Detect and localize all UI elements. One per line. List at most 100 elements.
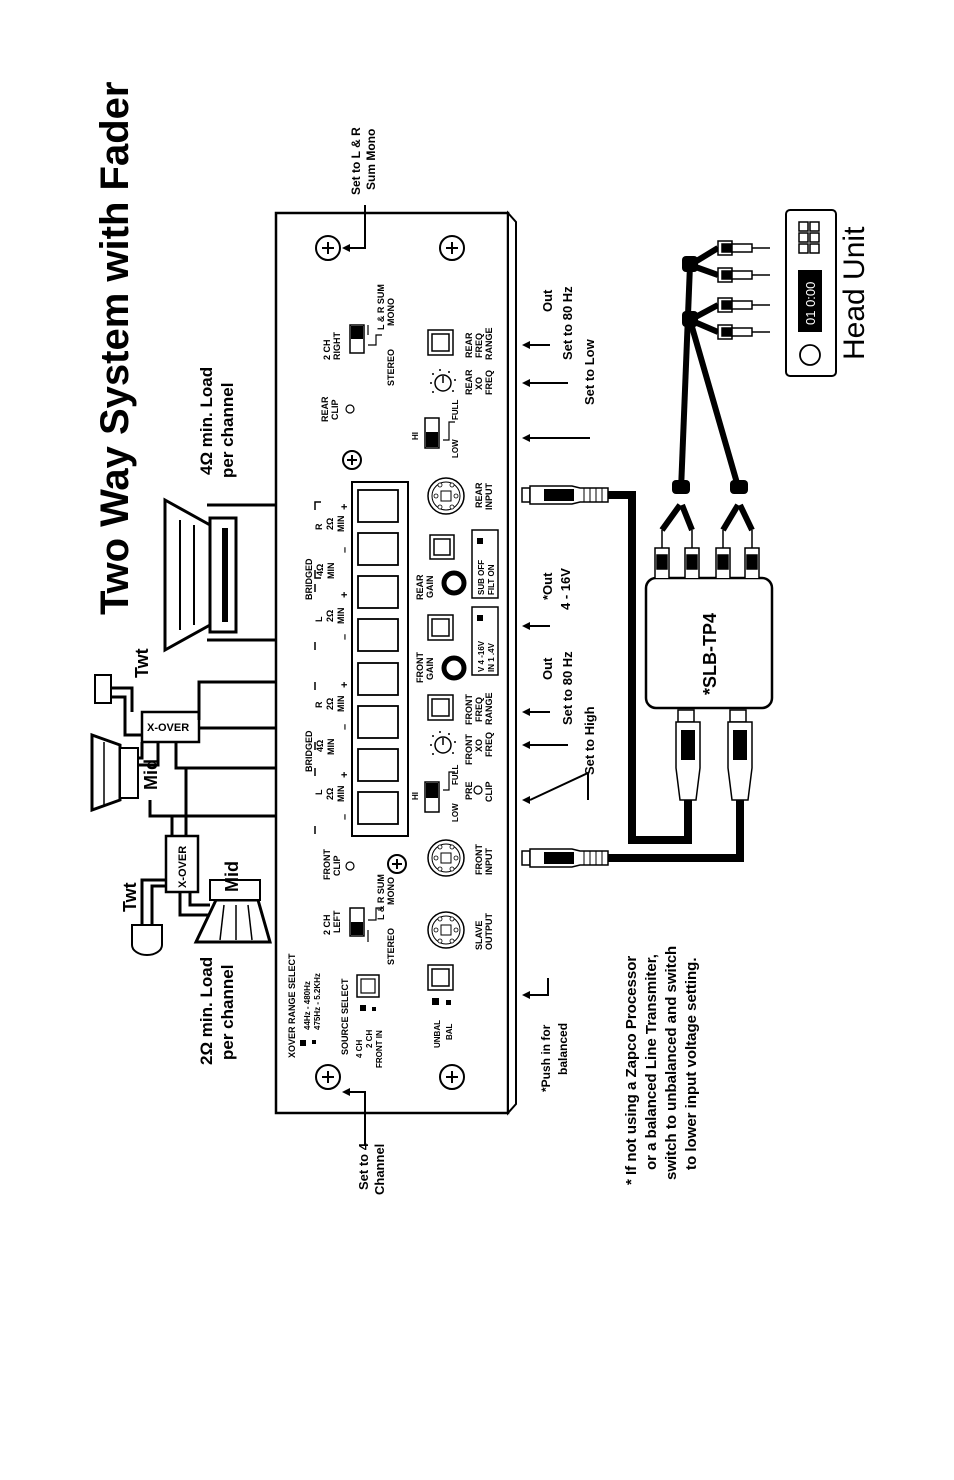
mid-left-label: Mid [222,861,242,892]
tweeter-top-icon [94,673,112,705]
note-rear-filter: Set to Low [582,338,597,405]
xover-range-title: XOVER RANGE SELECT [287,953,297,1058]
footnote-line-1: * If not using a Zapco Processor [623,956,640,1185]
rear-lr-sum-label: L & R SUM [376,284,386,330]
slb-tp4-label: *SLB-TP4 [700,613,720,695]
footnote-line-3: switch to unbalanced and switch [663,946,680,1180]
min-label: MIN [336,516,346,533]
unbal-label: UNBAL [433,1020,442,1048]
note-front-filter: Set to High [582,706,597,775]
rear-range-label-3: RANGE [484,327,494,360]
rear-clip-label: REAR [320,396,330,422]
front-input-connector[interactable] [427,839,465,877]
left-2ch-label-2: LEFT [332,910,342,933]
pre-clip-label: PRE [464,781,474,800]
src-4ch-label: 4 CH [355,1040,364,1058]
note-voltage: *Out [540,572,555,600]
plus-sign: + [339,772,351,778]
slave-output-label-2: OUTPUT [484,913,494,951]
src-2ch-label: 2 CH [365,1030,374,1048]
head-unit-display: 01 0:00 [803,282,818,325]
head-unit-label: Head Unit [838,226,871,360]
front-full-label: FULL [451,764,460,785]
xover-top-box [140,710,201,744]
ohm-label: 2Ω [325,698,335,710]
minus-sign: – [339,724,351,730]
bal-label: BAL [445,1023,454,1040]
rear-xo-knob[interactable] [430,369,456,393]
mount-screw-icon [315,235,465,1090]
note-push: *Push in for [539,1024,553,1092]
front-gain-label: FRONT [415,652,425,683]
rear-gain-label-2: GAIN [425,576,435,599]
head-unit [785,209,837,377]
front-range-label-3: RANGE [484,692,494,725]
front-hi-label: HI [411,792,420,800]
min-label: MIN [326,739,336,756]
front-range-label: FRONT [464,694,474,725]
rear-xo-label: REAR [464,369,474,395]
rear-r-label: R [314,523,324,530]
rear-clip-label-2: CLIP [330,399,340,420]
rear-gain-label: REAR [415,574,425,600]
slave-output-connector[interactable] [427,911,465,949]
slb-tp4-box [644,576,774,710]
slb-din-plug-1 [675,709,701,801]
v-row-label: V 4 -16V [477,640,486,672]
left-lr-sum-label: L & R SUM [376,874,386,920]
minus-sign: – [339,814,351,820]
mid-top-label: Mid [141,759,161,790]
rear-low-label: LOW [451,439,460,458]
rear-range-label-2: FREQ [474,333,484,358]
note-front-range: Out [540,657,555,680]
source-select-label: SOURCE SELECT [340,978,350,1055]
front-input-label: FRONT [474,844,484,875]
front-gain-knob[interactable] [441,655,467,681]
mid-speaker-top-icon [90,732,139,813]
left-mono-label: MONO [386,877,396,905]
rear-l-label: L [314,616,324,622]
front-range-label-2: FREQ [474,697,484,722]
ohm-label: 2Ω [325,610,335,622]
front-input-label-2: INPUT [484,847,494,875]
bridged-rear-label: BRIDGED [304,558,314,600]
ohm-label: 4Ω [315,740,325,752]
minus-sign: – [339,634,351,640]
left-stereo-label: STEREO [386,928,396,965]
xover-left-label: X-OVER [177,846,189,888]
note-rear-xo: Set to 80 Hz [560,286,575,360]
xover-range-1: 44Hz - 480Hz [303,981,312,1030]
note-rear-range: Out [540,289,555,312]
diagram-title: Two Way System with Fader [93,82,137,615]
front-gain-label-2: GAIN [425,658,435,681]
ohm-label: 2Ω [325,788,335,800]
front-r-label: R [314,701,324,708]
plus-sign: + [339,682,351,688]
src-2ch-label-2: FRONT IN [375,1030,384,1068]
ohm-label: 4Ω [315,564,325,576]
front-din-cable-plug [521,848,609,868]
pre-clip-label-2: CLIP [484,781,494,802]
rear-input-label: REAR [474,482,484,508]
plus-sign: + [339,504,351,510]
front-xo-knob[interactable] [430,731,456,755]
mid-speaker-left-icon [193,879,272,944]
note-push-2: balanced [556,1023,570,1075]
note-set-lr-2: Sum Mono [364,129,378,190]
min-label: MIN [336,786,346,803]
rear-input-connector[interactable] [427,477,465,515]
rear-load-label: 4Ω min. Load [197,367,216,475]
front-clip-led [345,861,355,871]
right-2ch-label: 2 CH [322,339,332,360]
slb-rca-plugs [654,530,760,578]
sub-row-label: SUB OFF [477,560,486,595]
minus-sign: – [339,547,351,553]
front-xo-label-3: FREQ [484,732,494,757]
note-set-4ch-2: Channel [372,1144,387,1195]
min-label: MIN [326,563,336,580]
rear-gain-knob[interactable] [441,570,467,596]
rear-full-label: FULL [451,399,460,420]
rear-clip-led [345,404,355,414]
rear-din-cable-plug [521,485,609,505]
